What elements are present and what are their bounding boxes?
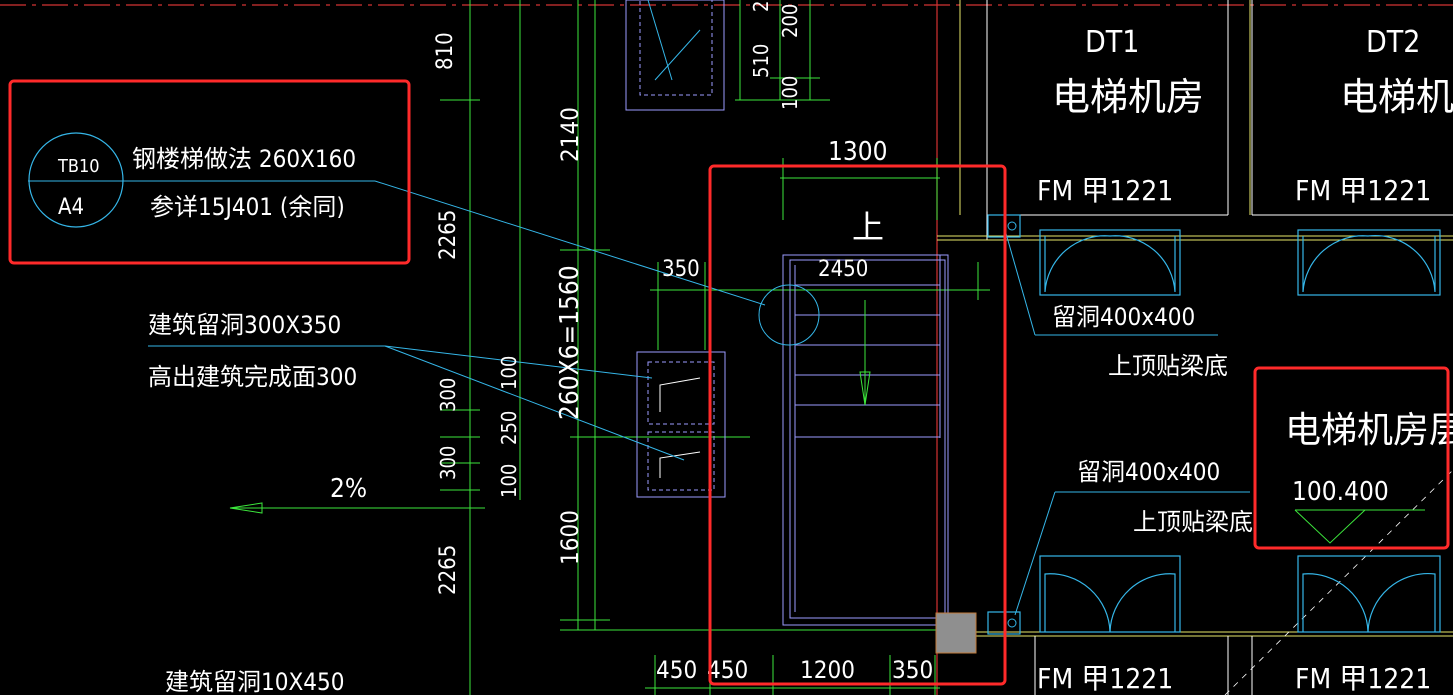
highlight-floor-level — [1253, 366, 1450, 550]
door-dt1: FM 甲1221 — [1037, 174, 1173, 207]
highlight-stair — [708, 164, 1007, 686]
dim-2450: 2450 — [818, 257, 868, 282]
dim-100-a: 100 — [497, 356, 521, 390]
shafts — [625, 0, 726, 498]
hole-note-line2: 高出建筑完成面300 — [148, 363, 357, 391]
dim-100-top: 100 — [778, 76, 802, 110]
red-highlights — [8, 79, 1450, 686]
stair-up-label: 上 — [852, 208, 884, 246]
dim-2265-top: 2265 — [436, 210, 461, 260]
dim-2265-bottom: 2265 — [436, 545, 461, 595]
opening-2-note: 上顶贴梁底 — [1133, 508, 1253, 536]
dim-810: 810 — [433, 32, 458, 70]
dim-450-b: 450 — [707, 656, 748, 684]
leader-lines — [28, 180, 1250, 628]
room-name-dt2: 电梯机房 — [1340, 75, 1453, 119]
dim-300-a: 300 — [436, 378, 460, 412]
dim-350-bottom: 350 — [892, 656, 933, 684]
hole-note-line1: 建筑留洞300X350 — [148, 311, 341, 339]
dim-2-top: 2 — [749, 1, 773, 12]
hole-note-2: 建筑留洞10X450 — [165, 668, 344, 695]
stair-calc: 260X6=1560 — [555, 265, 585, 420]
floor-level-label: 电梯机房层 — [1285, 410, 1453, 451]
dim-1300: 1300 — [828, 137, 888, 167]
callout-line1: 钢楼梯做法 260X160 — [132, 145, 356, 173]
dim-200-top: 200 — [778, 4, 802, 38]
dim-250: 250 — [497, 411, 521, 445]
room-name-dt1: 电梯机房 — [1052, 75, 1204, 119]
dim-2140: 2140 — [556, 107, 584, 162]
room-id-dt1: DT1 — [1085, 25, 1139, 60]
opening-1-note: 上顶贴梁底 — [1108, 352, 1228, 380]
elevator-doors — [987, 214, 1441, 635]
door-lower-2: FM 甲1221 — [1295, 662, 1431, 695]
door-dt2: FM 甲1221 — [1295, 174, 1431, 207]
door-lower-1: FM 甲1221 — [1037, 662, 1173, 695]
symbol-top-text: TB10 — [57, 156, 100, 177]
column-block — [935, 612, 977, 654]
dim-450-a: 450 — [656, 656, 697, 684]
vertical-dim-labels: 810 2265 2265 300 300 2140 1600 100 250 … — [433, 1, 802, 595]
dim-100-b: 100 — [497, 464, 521, 498]
floor-level-value: 100.400 — [1292, 477, 1389, 507]
dim-350-top: 350 — [662, 257, 700, 282]
dim-300-b: 300 — [436, 446, 460, 480]
room-id-dt2: DT2 — [1366, 25, 1420, 60]
dim-510: 510 — [749, 44, 773, 78]
stair-detail-symbol: TB10 A4 — [28, 132, 124, 228]
dim-1600: 1600 — [556, 510, 584, 565]
opening-2-text: 留洞400x400 — [1077, 458, 1220, 486]
labels: 钢楼梯做法 260X160 参详15J401 (余同) 建筑留洞300X350 … — [132, 25, 1453, 695]
opening-1-text: 留洞400x400 — [1052, 303, 1195, 331]
callout-line2: 参详15J401 (余同) — [150, 193, 345, 221]
slope-label: 2% — [330, 474, 367, 504]
steel-stair — [782, 254, 949, 626]
highlight-callout — [8, 79, 411, 265]
symbol-bottom-text: A4 — [58, 195, 84, 220]
dim-1200: 1200 — [800, 656, 855, 684]
